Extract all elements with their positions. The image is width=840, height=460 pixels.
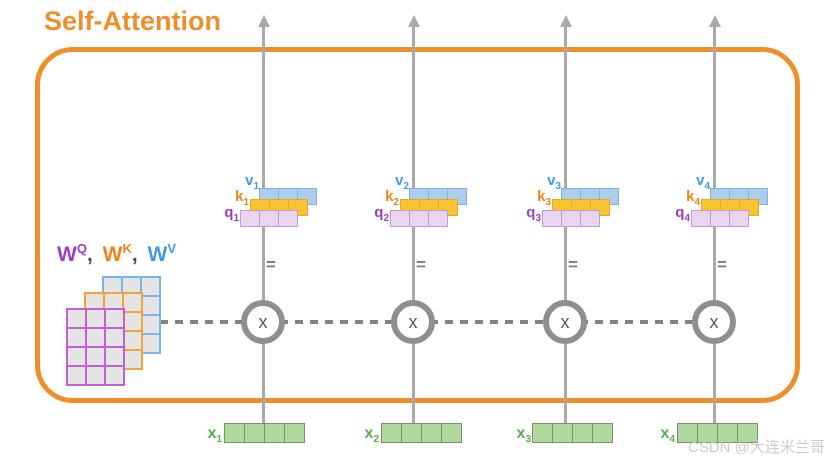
multiply-node-3: x: [543, 300, 587, 344]
q-cell: [710, 210, 730, 227]
q3-vector: [542, 210, 600, 227]
v4-label: v4: [696, 172, 710, 192]
matrix-cell: [123, 278, 140, 295]
k3-label: k3: [537, 188, 551, 208]
matrix-cell: [86, 294, 103, 311]
input-cell: [244, 423, 265, 443]
x1-vector: [224, 423, 305, 443]
v2-label: v2: [395, 172, 409, 192]
equals-sign-1: =: [266, 255, 276, 274]
matrix-cell: [106, 367, 123, 384]
q-cell: [259, 210, 279, 227]
x1-label: x1: [207, 425, 222, 446]
watermark: CSDN @大连米兰哥: [688, 439, 825, 456]
x2-label: x2: [364, 425, 379, 446]
matrix-cell: [87, 310, 104, 327]
multiply-node-4: x: [692, 300, 736, 344]
matrix-cell: [124, 332, 141, 349]
x3-label: x3: [516, 425, 531, 446]
matrix-cell: [105, 294, 122, 311]
comma: ,: [131, 243, 138, 266]
input-cell: [264, 423, 285, 443]
equals-sign-3: =: [568, 255, 578, 274]
x4-vector: [677, 423, 758, 443]
matrix-cell: [106, 348, 123, 365]
weight-matrix-q: [66, 308, 125, 386]
matrix-cell: [142, 278, 159, 295]
matrix-cell: [124, 351, 141, 368]
q4-label: q4: [675, 204, 690, 224]
self-attention-boundary-box: [35, 47, 800, 403]
qkv-group-3: v3 k3 q3: [509, 172, 639, 234]
input-cell: [284, 423, 305, 443]
input-cell: [224, 423, 245, 443]
input-cell: [532, 423, 553, 443]
q-cell: [390, 210, 410, 227]
wq-label: WQ: [57, 241, 87, 266]
x4-label: x4: [660, 425, 675, 446]
input-cell: [381, 423, 402, 443]
q-cell: [580, 210, 600, 227]
q-cell: [428, 210, 448, 227]
input-cell: [552, 423, 573, 443]
v3-label: v3: [547, 172, 561, 192]
input-cell: [421, 423, 442, 443]
qkv-group-1: v1 k1 q1: [207, 172, 337, 234]
matrix-cell: [68, 329, 85, 346]
input-cell: [737, 423, 758, 443]
diagram-title: Self-Attention: [44, 6, 221, 36]
x2-vector: [381, 423, 462, 443]
multiply-node-1: x: [241, 300, 285, 344]
q-cell: [409, 210, 429, 227]
matrix-cell: [87, 348, 104, 365]
q-cell: [729, 210, 749, 227]
equals-sign-2: =: [416, 255, 426, 274]
matrix-cell: [68, 367, 85, 384]
matrix-cell: [87, 329, 104, 346]
k4-label: k4: [686, 188, 700, 208]
v1-label: v1: [245, 172, 259, 192]
equals-sign-4: =: [717, 255, 727, 274]
q-cell: [278, 210, 298, 227]
q-cell: [561, 210, 581, 227]
q2-vector: [390, 210, 448, 227]
input-cell: [572, 423, 593, 443]
matrix-cell: [142, 316, 159, 333]
q1-vector: [240, 210, 298, 227]
q-cell: [240, 210, 260, 227]
matrix-cell: [124, 313, 141, 330]
q-cell: [691, 210, 711, 227]
q3-label: q3: [526, 204, 541, 224]
q1-label: q1: [224, 204, 239, 224]
matrix-cell: [68, 348, 85, 365]
weight-matrices-label: WQ, WK, WV: [57, 241, 176, 267]
matrix-cell: [106, 329, 123, 346]
matrix-cell: [142, 297, 159, 314]
matrix-cell: [104, 278, 121, 295]
matrix-cell: [87, 367, 104, 384]
input-cell: [592, 423, 613, 443]
qkv-group-2: v2 k2 q2: [357, 172, 487, 234]
weights-dashed-line: [160, 320, 716, 324]
qkv-group-4: v4 k4 q4: [658, 172, 788, 234]
wv-label: WV: [147, 241, 177, 266]
q2-label: q2: [374, 204, 389, 224]
k1-label: k1: [235, 188, 249, 208]
multiply-node-2: x: [391, 300, 435, 344]
q-cell: [542, 210, 562, 227]
k2-label: k2: [385, 188, 399, 208]
x3-vector: [532, 423, 613, 443]
input-cell: [441, 423, 462, 443]
q4-vector: [691, 210, 749, 227]
matrix-cell: [124, 294, 141, 311]
matrix-cell: [106, 310, 123, 327]
matrix-cell: [68, 310, 85, 327]
matrix-cell: [142, 335, 159, 352]
input-cell: [401, 423, 422, 443]
wk-label: WK: [102, 241, 132, 266]
comma: ,: [86, 243, 93, 266]
